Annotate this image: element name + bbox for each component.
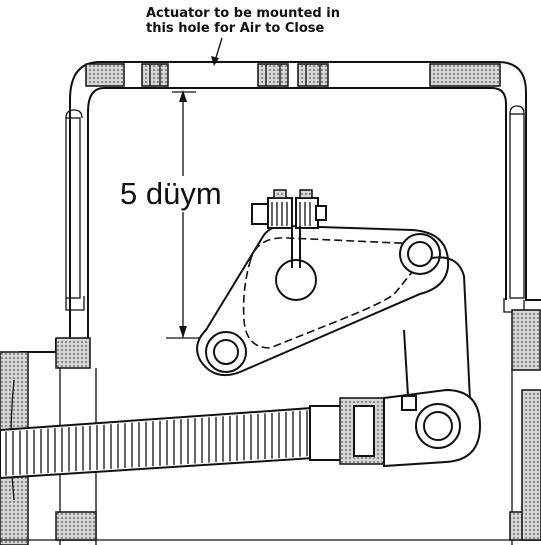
threaded-stem bbox=[0, 388, 482, 480]
callout-leader bbox=[211, 37, 223, 66]
left-side-panel bbox=[0, 100, 541, 545]
yoke-frame bbox=[69, 61, 541, 301]
dimension-line bbox=[166, 90, 222, 339]
lever-plate bbox=[196, 224, 450, 376]
callout-line-1: Actuator to be mounted in bbox=[146, 6, 340, 21]
clamp-screw bbox=[251, 189, 327, 268]
dimension-label: 5 düym bbox=[118, 176, 224, 212]
connecting-rod bbox=[403, 256, 471, 401]
callout-line-2: this hole for Air to Close bbox=[146, 21, 325, 36]
right-side-panel bbox=[503, 105, 541, 545]
callout-label: Actuator to be mounted in this hole for … bbox=[146, 6, 340, 36]
